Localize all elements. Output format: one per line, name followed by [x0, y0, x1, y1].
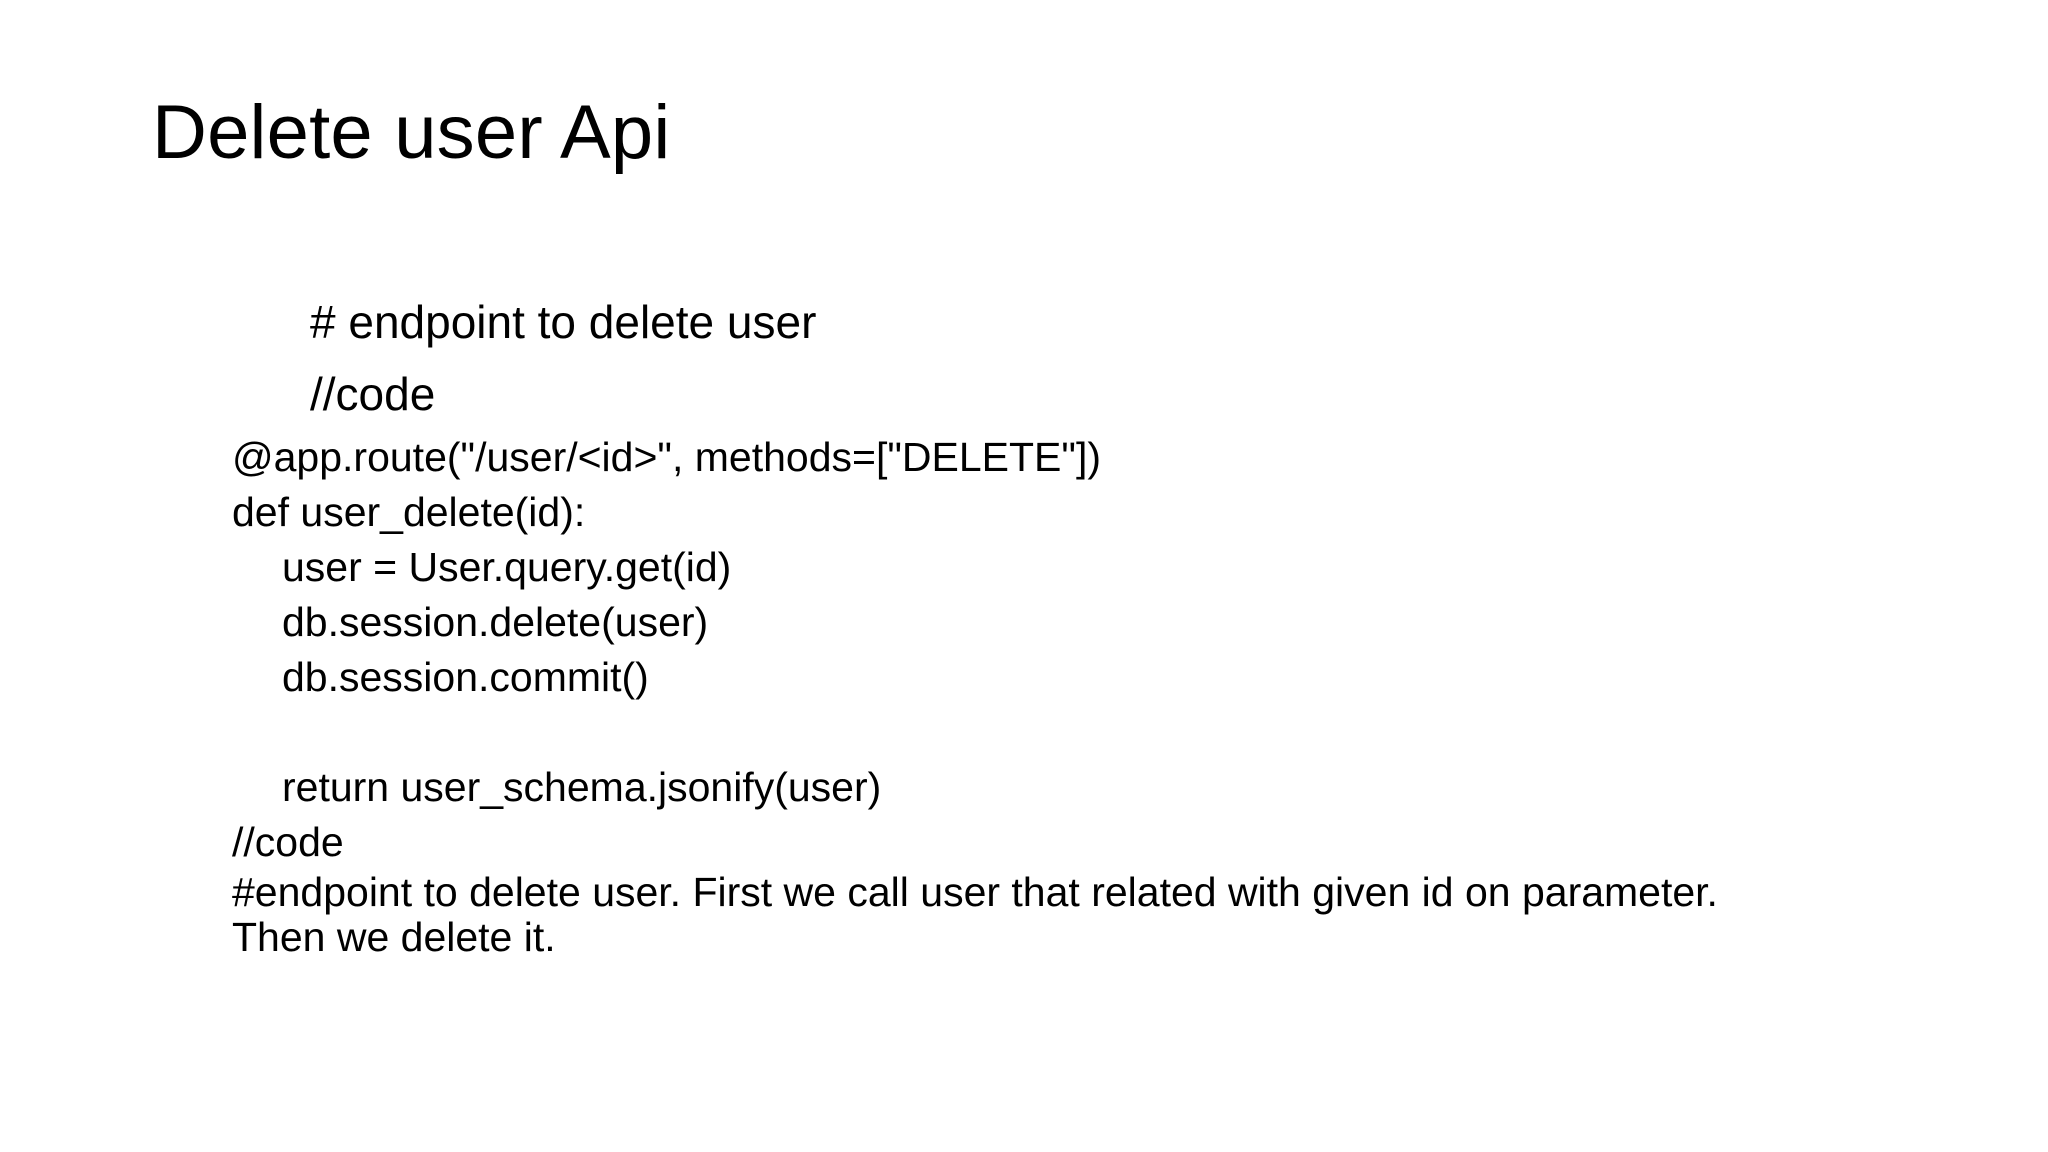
- slide-body-content: # endpoint to delete user //code @app.ro…: [0, 286, 2048, 960]
- code-line-query-get: user = User.query.get(id): [282, 544, 732, 590]
- code-line-blank: [0, 705, 2048, 760]
- code-line-session-commit: db.session.commit(): [282, 654, 649, 700]
- code-marker-close: //code: [232, 819, 344, 865]
- code-line-route-decorator: @app.route("/user/<id>", methods=["DELET…: [232, 434, 1101, 480]
- page-title: Delete user Api: [152, 90, 671, 175]
- code-marker-open: //code: [310, 368, 436, 420]
- code-comment-endpoint: # endpoint to delete user: [310, 296, 817, 348]
- code-line-return: return user_schema.jsonify(user): [282, 764, 882, 810]
- code-line-session-delete: db.session.delete(user): [282, 599, 709, 645]
- endpoint-description: #endpoint to delete user. First we call …: [232, 869, 1718, 960]
- code-line-function-def: def user_delete(id):: [232, 489, 586, 535]
